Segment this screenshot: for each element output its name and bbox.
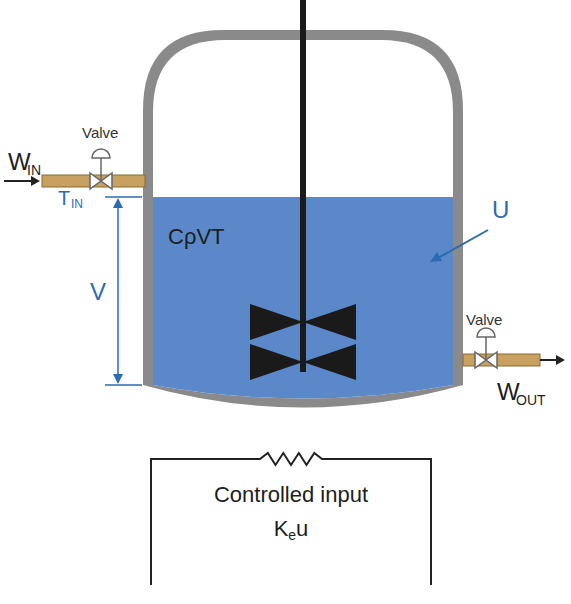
agitator-shaft [300,0,306,372]
dimension-tick [105,196,142,198]
arrow-head [556,355,565,365]
formula-symbol: K [274,516,289,541]
impeller-blade [250,304,303,340]
valve-actuator [477,328,495,337]
dimension-tick [105,384,142,386]
circuit-outline [150,455,432,585]
arrow-head [430,252,442,262]
valve-stem [100,158,102,181]
leader-line [438,230,488,258]
temperature-symbol: T [58,188,70,208]
valve-body [101,173,112,189]
resistor-wire [151,453,431,585]
arrow-head [31,176,40,186]
subscript: IN [71,198,83,210]
circuit-label: Controlled input [214,482,368,507]
arrow-head [113,374,123,384]
valve-body [90,173,101,189]
inlet-arrow [4,180,34,182]
volume-label: V [90,280,106,304]
valve-body [486,352,497,368]
valve-stem [485,337,487,360]
valve-body [475,352,486,368]
impeller-blade [250,344,303,380]
arrow-head [113,198,123,208]
valve-label: Valve [466,312,502,327]
valve-label: Valve [82,125,118,140]
subscript: e [288,527,296,543]
heater-circuit: Controlled inputKeu [150,455,432,585]
impeller-blade [303,304,356,340]
impeller-blade [303,344,356,380]
energy-label: CρVT [168,226,225,248]
heat-transfer-label: U [492,198,509,222]
dimension-line [117,205,119,377]
outlet-arrow [540,359,558,361]
formula-symbol: u [296,516,308,541]
subscript: OUT [516,393,546,407]
subscript: IN [27,163,41,177]
valve-actuator [92,149,110,158]
